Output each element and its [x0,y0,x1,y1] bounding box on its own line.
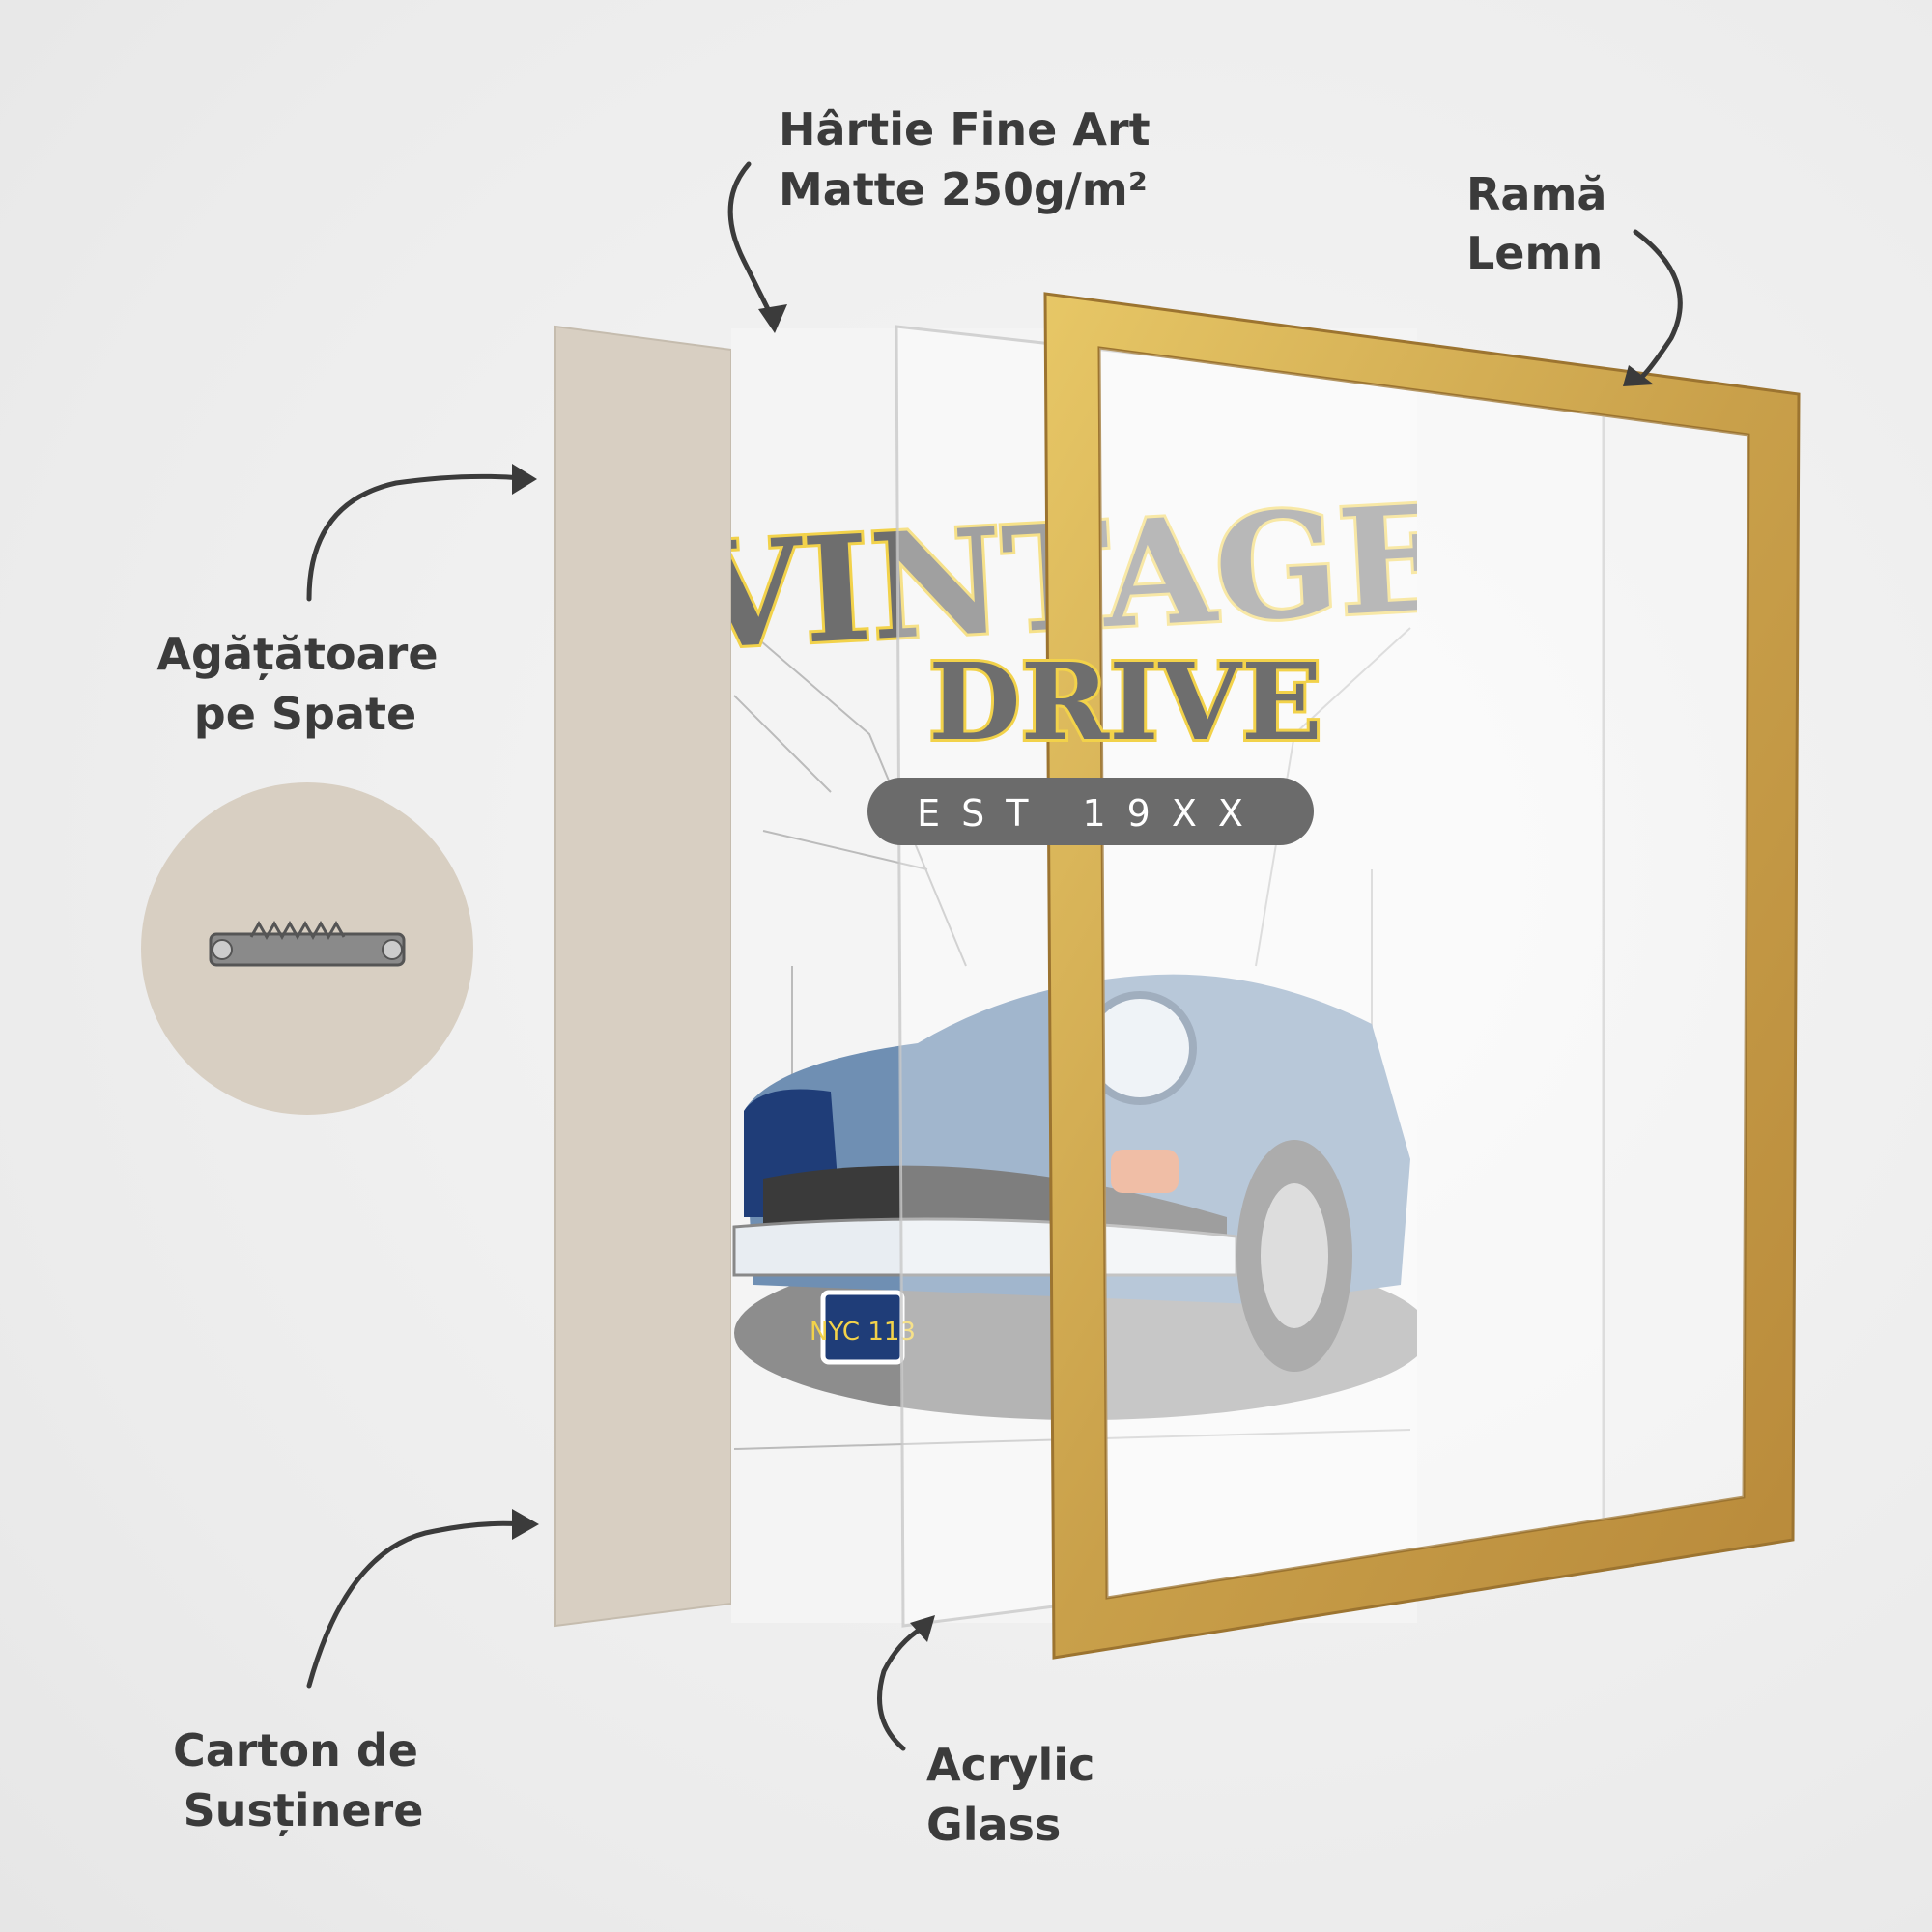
est-badge [867,778,1314,845]
hanger-label: Agățătoare pe Spate [156,628,453,740]
wooden-frame [1043,292,1801,1660]
artwork-title-bottom: DRIVE [928,639,1321,764]
artwork-text-overlay: DRIVE EST 19XX [867,637,1325,845]
est-badge-text: EST 19XX [917,792,1264,835]
arrow-icon [306,1509,539,1689]
frame-label: Ramă Lemn [1466,168,1622,279]
arrow-icon [1623,229,1683,386]
arrow-icon [877,1615,935,1751]
hanger-detail [141,782,473,1115]
backing-cardboard [554,325,732,1628]
backing-label: Carton de Susținere [173,1724,434,1836]
sawtooth-hanger-icon [209,920,406,967]
arrow-icon [306,464,537,602]
acrylic-label: Acrylic Glass [926,1739,1110,1851]
paper-label: Hârtie Fine Art Matte 250g/m² [779,103,1166,215]
arrow-icon [727,161,787,333]
plate-text: NYC 113 [810,1318,916,1347]
